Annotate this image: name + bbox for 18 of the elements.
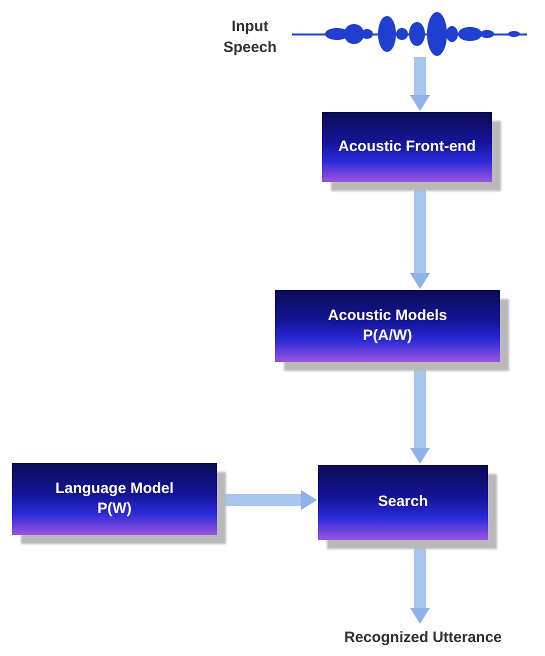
process-box bbox=[322, 112, 492, 182]
picture bbox=[292, 12, 527, 57]
box-label: Search bbox=[378, 492, 428, 512]
block-arrow bbox=[410, 57, 430, 111]
box-label: Acoustic Models bbox=[328, 306, 448, 326]
box-label: Language Model bbox=[55, 478, 174, 499]
block-arrow bbox=[217, 490, 317, 510]
process-box bbox=[12, 463, 217, 535]
process-box bbox=[275, 290, 500, 362]
box-label: Acoustic Front-end bbox=[338, 136, 476, 157]
input-label: Input Speech bbox=[222, 17, 278, 58]
block-arrow bbox=[410, 362, 430, 464]
box-label: P(A/W) bbox=[362, 326, 412, 346]
block-arrow bbox=[410, 540, 430, 624]
box-label: P(W) bbox=[97, 499, 132, 519]
block-arrow bbox=[410, 182, 430, 289]
output-label: Recognized Utterance bbox=[344, 628, 502, 646]
process-box bbox=[318, 465, 488, 540]
